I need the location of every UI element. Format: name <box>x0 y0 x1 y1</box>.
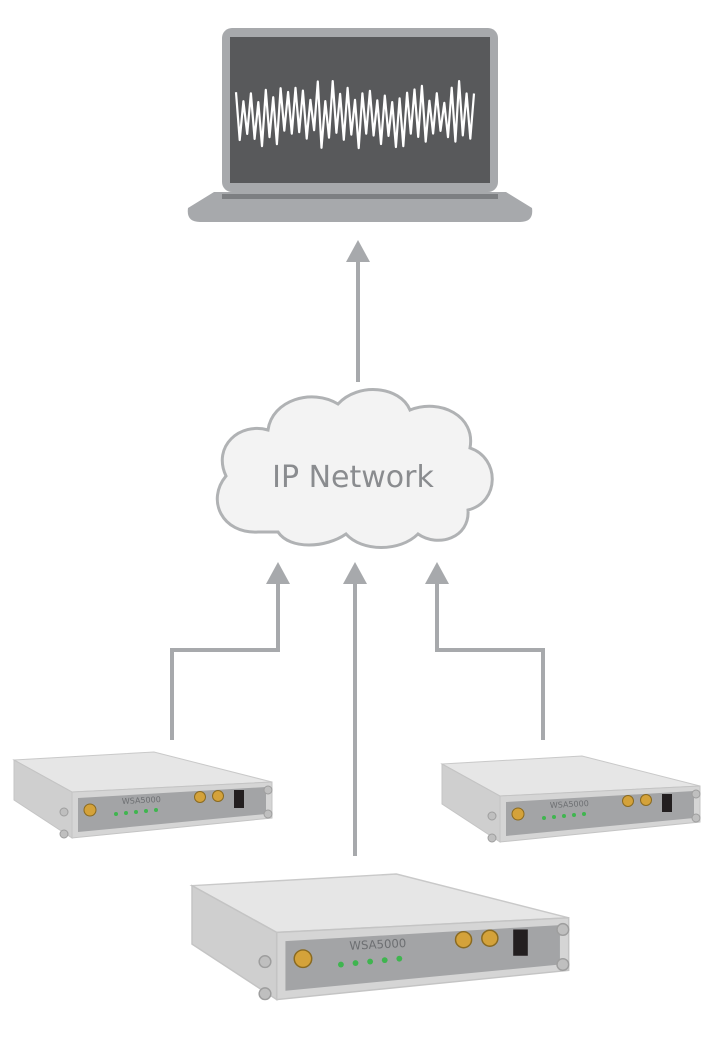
led-icon <box>114 812 118 816</box>
connector-icon <box>640 794 652 806</box>
arrow-to-laptop <box>346 240 370 382</box>
led-icon <box>542 816 546 820</box>
led-icon <box>367 958 374 965</box>
led-icon <box>338 961 344 968</box>
signal-waveform <box>234 79 476 150</box>
connector-icon <box>212 790 224 802</box>
device-label: WSA5000 <box>122 795 161 806</box>
cloud-label: IP Network <box>272 460 434 495</box>
led-icon <box>154 808 158 812</box>
led-icon <box>572 813 576 817</box>
arrow-left-device <box>170 562 290 740</box>
connector-icon <box>481 929 499 948</box>
device-center: WSA5000 <box>189 873 570 1001</box>
led-icon <box>134 810 138 814</box>
device-label: WSA5000 <box>550 799 589 810</box>
power-switch <box>513 929 528 956</box>
device-right: WSA5000 <box>440 755 701 843</box>
screw-icon <box>487 811 497 821</box>
led-icon <box>582 812 586 816</box>
laptop-base <box>187 192 533 222</box>
laptop-keyboard <box>222 194 498 199</box>
device-label: WSA5000 <box>349 936 407 953</box>
screw-icon <box>59 829 69 839</box>
connector-icon <box>511 807 525 821</box>
led-icon <box>124 811 128 815</box>
power-switch <box>662 794 672 812</box>
screw-icon <box>263 785 273 795</box>
screw-icon <box>263 809 273 819</box>
connector-icon <box>293 949 313 969</box>
device-side <box>13 759 73 839</box>
led-icon <box>562 814 566 818</box>
device-side <box>191 884 278 1001</box>
power-switch <box>234 790 244 808</box>
connector-icon <box>454 930 473 949</box>
device-side <box>441 763 501 843</box>
led-icon <box>381 957 388 964</box>
connector-icon <box>194 791 206 803</box>
led-icon <box>396 955 403 962</box>
connector-icon <box>83 803 97 817</box>
screw-icon <box>258 987 272 1001</box>
screw-icon <box>556 922 570 937</box>
led-icon <box>144 809 148 813</box>
screw-icon <box>691 789 701 799</box>
screw-icon <box>556 957 570 972</box>
connector-icon <box>622 795 634 807</box>
device-left: WSA5000 <box>12 751 273 839</box>
led-icon <box>352 960 359 966</box>
ip-network-cloud: IP Network <box>215 388 494 549</box>
screw-icon <box>59 807 69 817</box>
screw-icon <box>691 813 701 823</box>
arrow-right-device <box>425 562 545 740</box>
led-icon <box>552 815 556 819</box>
screw-icon <box>487 833 497 843</box>
arrow-center-device <box>343 562 367 856</box>
screw-icon <box>258 955 272 969</box>
laptop-icon <box>187 28 533 222</box>
